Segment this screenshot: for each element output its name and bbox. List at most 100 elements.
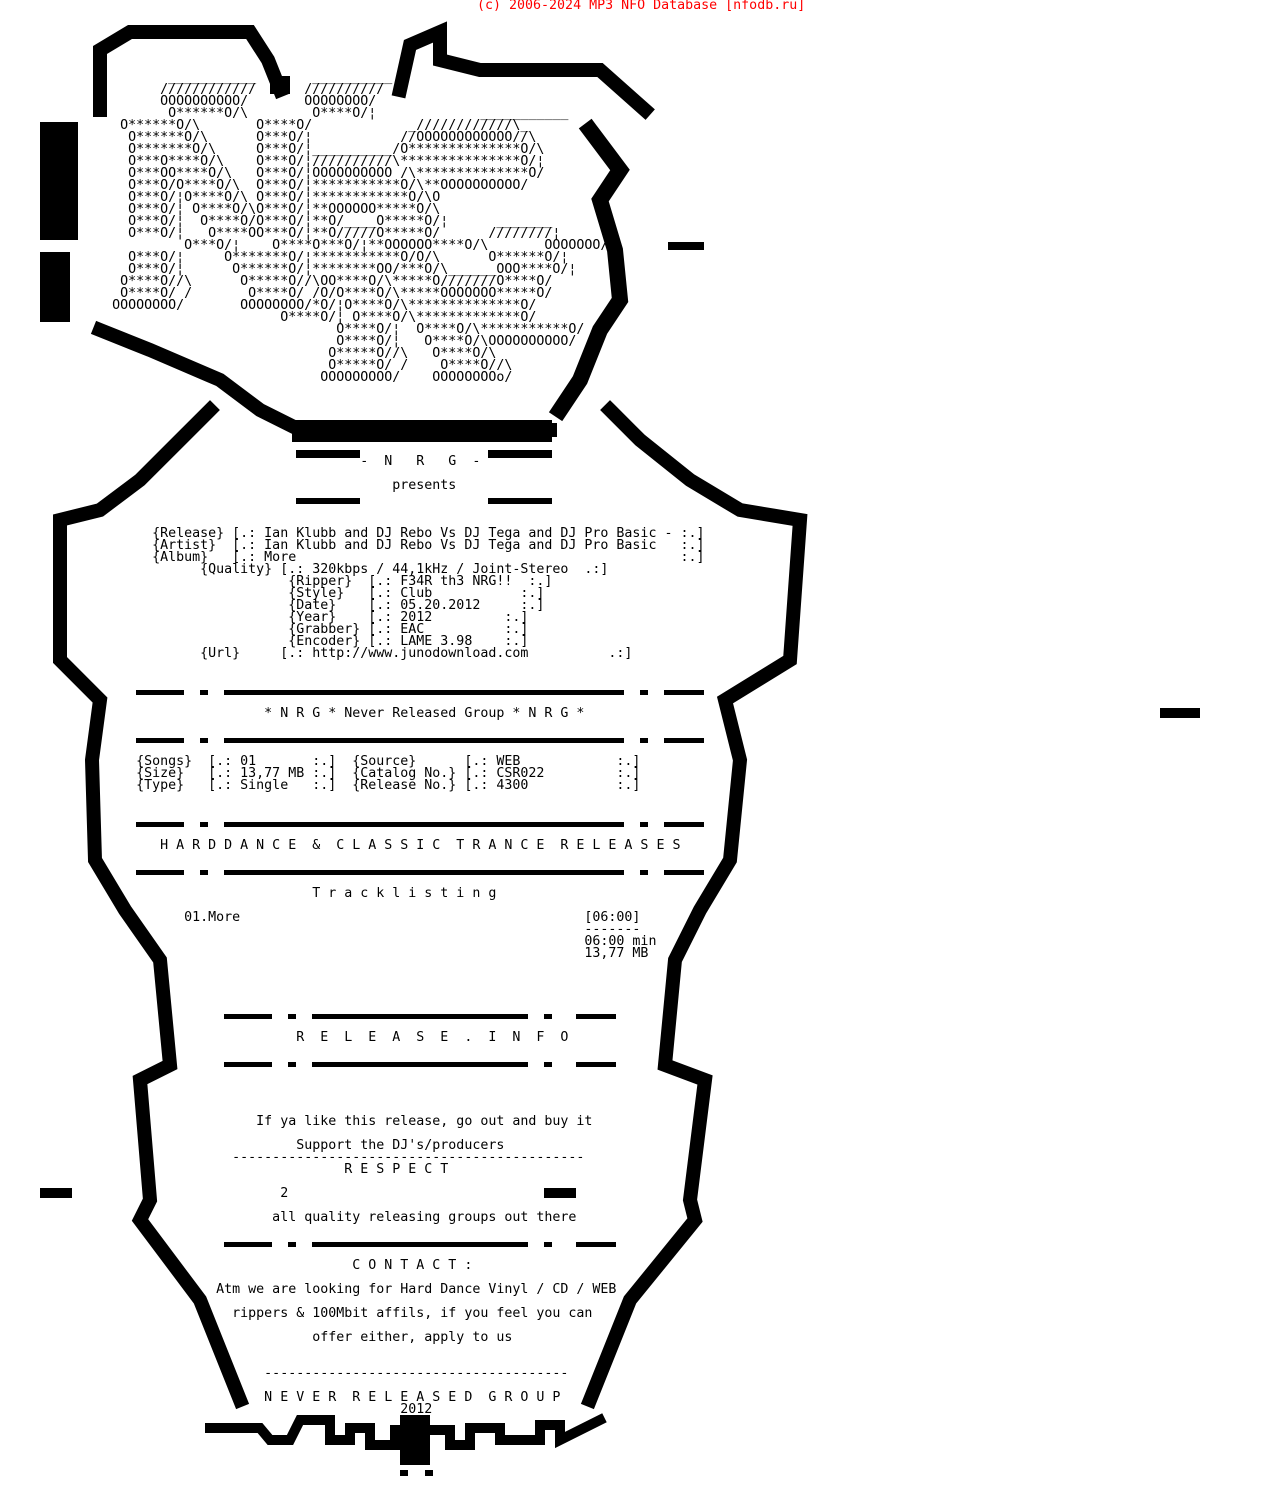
heart-notch — [270, 76, 290, 94]
nfo-line — [0, 1008, 704, 1020]
nfo-line: {Encoder} [.: LAME 3.98 :.] — [0, 634, 529, 649]
nfo-line: O***O/¦ O****OO***O/¦**O/////O*****O/ //… — [0, 226, 561, 241]
nfo-line — [0, 804, 704, 816]
nfo-line: Support the DJ's/producers — [0, 1138, 505, 1153]
nfo-line: O*****O//\ O****O/\ — [0, 346, 497, 361]
rule-segment — [640, 690, 648, 695]
rule-segment — [200, 738, 208, 743]
nfo-line: O****O/¦ O****O/\***********O/ — [0, 322, 585, 337]
nfo-line: {Album} [.: More :.] — [0, 550, 705, 565]
far-right-block — [1160, 708, 1200, 718]
nfo-line: If ya like this release, go out and buy … — [0, 1114, 593, 1129]
nfo-line — [0, 492, 704, 504]
nfo-line — [0, 864, 704, 876]
nfo-line: O*****O/ / O****O//\ — [0, 358, 513, 373]
nfo-line: {Songs} [.: 01 :.] {Source} [.: WEB :.] — [0, 754, 641, 769]
nfo-line: {Type} [.: Single :.] {Release No.} [.: … — [0, 778, 641, 793]
nfo-line: {Url} [.: http://www.junodownload.com .:… — [0, 646, 633, 661]
nfo-line — [0, 1224, 704, 1236]
nfo-line — [0, 0, 704, 12]
nfo-line: * N R G * Never Released Group * N R G * — [0, 706, 585, 721]
rule-segment — [200, 690, 208, 695]
nfo-line — [0, 732, 704, 744]
nfo-line — [0, 504, 704, 516]
rule-segment — [200, 870, 208, 875]
nfo-line: O***O/¦ O****O***O/¦**OOOOOO****O/\ OOOO… — [0, 238, 617, 253]
rule-segment — [136, 690, 184, 695]
nfo-line — [0, 1344, 704, 1356]
rule-segment — [224, 738, 624, 743]
nrg-bracket-left-bottom — [296, 498, 360, 504]
logo-squiggle — [205, 1413, 607, 1450]
rule-segment — [312, 1062, 528, 1067]
nfo-line: O***O/¦ O****O/O***O/¦**O/____O*****O/¦ … — [0, 214, 553, 229]
right-stub — [668, 242, 704, 250]
rule-segment — [200, 822, 208, 827]
nfo-line: 01.More [06:00] — [0, 910, 641, 925]
left-pillar-lower — [40, 252, 70, 322]
nfo-line: presents — [0, 478, 457, 493]
rule-segment — [136, 870, 184, 875]
nfo-line: {Ripper} [.: F34R th3 NRG!! :.] — [0, 574, 553, 589]
nfo-line: rippers & 100Mbit affils, if you feel yo… — [0, 1306, 593, 1321]
rule-segment — [576, 1014, 616, 1019]
nrg-bracket-left — [296, 450, 360, 458]
rule-segment — [664, 822, 704, 827]
vase-left-side — [53, 400, 250, 1410]
rule-segment — [640, 870, 648, 875]
nfo-line — [0, 36, 704, 48]
nfo-line: O***O/O****O/\ O***O/¦***********O/\**OO… — [0, 178, 529, 193]
logo-pillar — [400, 1415, 430, 1465]
rule-segment — [288, 1014, 296, 1019]
nfo-line — [0, 48, 704, 60]
nfo-line: 06:00 min — [0, 934, 657, 949]
nfo-line: O****O//\ O*****O//\OO****O/\*****O/////… — [0, 274, 553, 289]
logo-dot-left — [400, 1470, 408, 1476]
nfo-line: //////////// ////////// — [0, 82, 385, 97]
rule-segment — [224, 1014, 272, 1019]
nfo-line: C O N T A C T : — [0, 1258, 473, 1273]
left-small-block — [40, 1188, 72, 1198]
logo-dot-right — [425, 1470, 433, 1476]
nfo-line — [0, 420, 704, 432]
nfo-line: {Artist} [.: Ian Klubb and DJ Rebo Vs DJ… — [0, 538, 705, 553]
nfo-line: O****O/¦ O****O/\OOOOOOOOOO/ — [0, 334, 577, 349]
rule-segment — [312, 1242, 528, 1247]
rule-segment — [664, 738, 704, 743]
nfo-line: -------------------------------------- — [0, 1366, 569, 1381]
nfo-line: O******O/\ O****O/¦ ___________ — [0, 106, 569, 121]
nfo-line: {Date} [.: 05.20.2012 :.] — [0, 598, 545, 613]
nfo-line: R E S P E C T — [0, 1162, 449, 1177]
rule-segment — [224, 690, 624, 695]
heart-left-lobe — [93, 25, 290, 117]
nfo-line — [0, 960, 704, 972]
nfo-line — [0, 660, 704, 672]
rule-segment — [288, 1062, 296, 1067]
nfo-line: O****O/¦ O****O/\*************O/ — [0, 310, 537, 325]
nfo-line: O***O/¦ O*******O/¦***********O/O/\ O***… — [0, 250, 569, 265]
nfo-line — [0, 12, 704, 24]
nfo-line: ----------------------------------------… — [0, 1150, 585, 1165]
nfo-line: {Year} [.: 2012 :.] — [0, 610, 529, 625]
rule-segment — [664, 690, 704, 695]
nfo-line — [0, 432, 704, 444]
nfo-line — [0, 396, 704, 408]
heart-bottom-block — [292, 420, 552, 442]
nfo-line: O***O/¦ O****O/\O***O/¦**OOOOOO*****O/\ — [0, 202, 441, 217]
nfo-line: O***O****O/\ O***O/¦//////////\*********… — [0, 154, 545, 169]
nfo-line: Atm we are looking for Hard Dance Vinyl … — [0, 1282, 617, 1297]
nfo-line: {Release} [.: Ian Klubb and DJ Rebo Vs D… — [0, 526, 705, 541]
nfo-line: OOOOOOOOO/ OOOOOOOOo/ — [0, 370, 513, 385]
nfo-line — [0, 720, 704, 732]
nfo-line: 2012 — [0, 1402, 433, 1417]
nfo-line: {Grabber} [.: EAC :.] — [0, 622, 529, 637]
rule-segment — [544, 1242, 552, 1247]
left-pillar — [40, 122, 78, 240]
nfo-line: 13,77 MB — [0, 946, 649, 961]
nrg-bracket-right — [488, 450, 552, 458]
nfo-line: O******O/\ O****O/ _////////////\_ — [0, 118, 529, 133]
rule-segment — [224, 870, 624, 875]
nfo-line — [0, 1056, 704, 1068]
nfo-line: O*******O/\ O***O/¦__________/O*********… — [0, 142, 545, 157]
